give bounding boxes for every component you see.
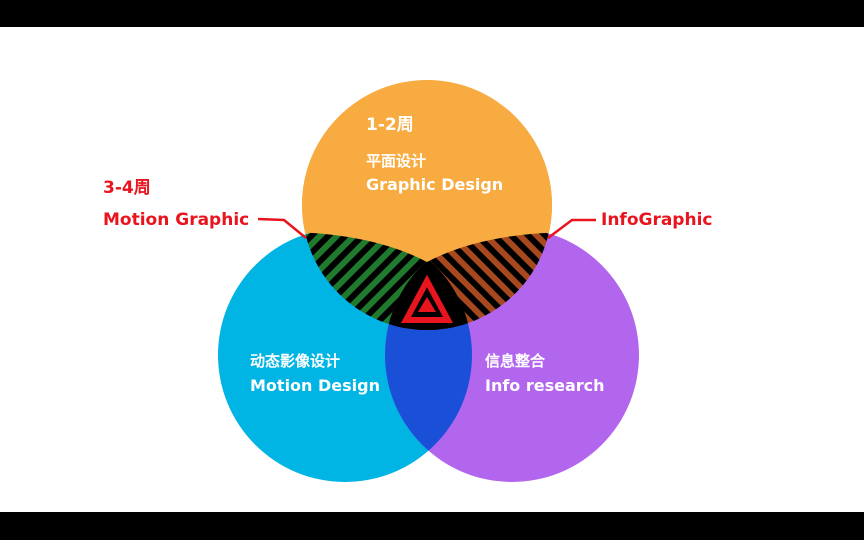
motion-graphic-label: Motion Graphic — [103, 210, 250, 230]
graphic-design-tongue — [302, 150, 552, 262]
motion-graphic-pointer — [257, 217, 307, 239]
infographic-pointer — [547, 218, 596, 239]
graphic-design-title-cn: 平面设计 — [366, 152, 427, 170]
venn-diagram: 1-2周 平面设计 Graphic Design 动态影像设计 Motion D… — [0, 27, 864, 512]
graphic-design-weeks: 1-2周 — [366, 115, 414, 135]
venn-svg — [218, 80, 639, 482]
warning-triangle-icon — [400, 274, 454, 323]
info-research-title-cn: 信息整合 — [485, 352, 546, 370]
motion-graphic-weeks: 3-4周 — [103, 178, 151, 198]
info-research-title-en: Info research — [485, 376, 605, 395]
motion-design-title-cn: 动态影像设计 — [250, 352, 341, 370]
graphic-design-title-en: Graphic Design — [366, 175, 504, 194]
motion-design-title-en: Motion Design — [250, 376, 380, 395]
infographic-label: InfoGraphic — [601, 210, 713, 230]
